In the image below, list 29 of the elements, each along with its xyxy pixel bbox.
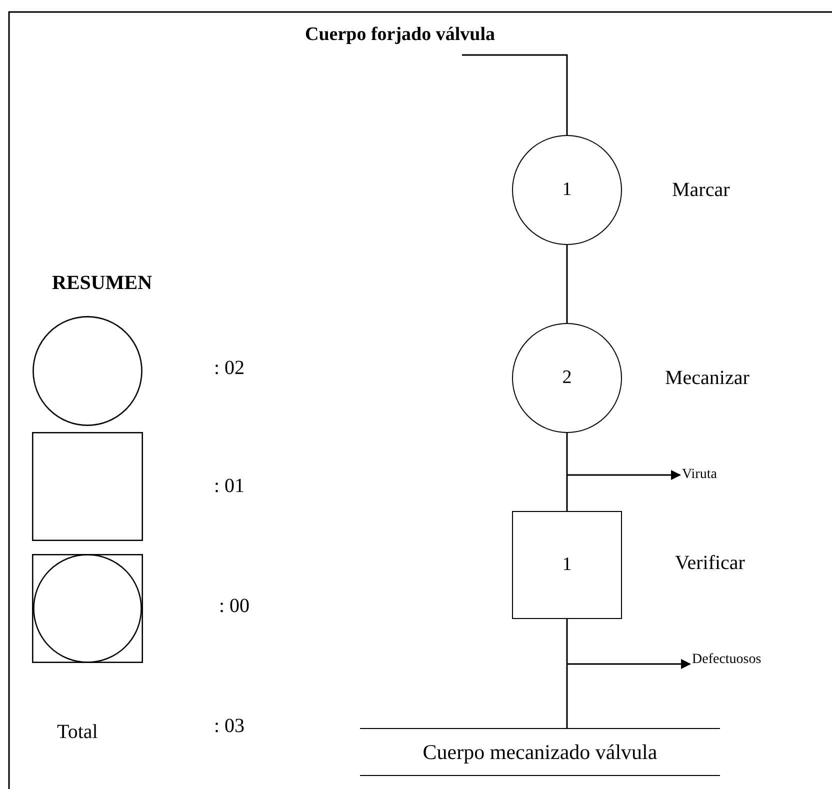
- output-label: Viruta: [682, 467, 717, 483]
- step-label: Verificar: [675, 553, 745, 573]
- output-arrow: [567, 470, 681, 480]
- output-bar: [360, 728, 720, 776]
- flow-line: [566, 433, 568, 511]
- inspection-square: [512, 511, 622, 619]
- operation-circle: [512, 135, 622, 245]
- count-value: : 01: [214, 476, 245, 496]
- operation-circle: [512, 323, 622, 433]
- flow-line: [566, 619, 568, 728]
- combined-activity-symbol: [32, 554, 143, 663]
- inspection-symbol: [32, 432, 143, 541]
- output-label: Defectuosos: [692, 652, 762, 668]
- step-number: 2: [562, 367, 572, 389]
- step-label: Marcar: [672, 180, 730, 200]
- operation-symbol: [32, 316, 143, 426]
- flow-line: [566, 245, 568, 323]
- flow-line: [462, 54, 568, 135]
- count-value: : 00: [219, 596, 250, 616]
- count-value: : 02: [214, 358, 245, 378]
- step-number: 1: [562, 554, 572, 576]
- total-label: Total: [57, 722, 98, 742]
- summary-heading: RESUMEN: [52, 273, 152, 293]
- output-arrow: [567, 659, 691, 669]
- input-label: Cuerpo forjado válvula: [305, 24, 495, 46]
- step-label: Mecanizar: [665, 368, 750, 388]
- count-value: : 03: [214, 716, 245, 736]
- step-number: 1: [562, 179, 572, 201]
- output-label: Cuerpo mecanizado válvula: [422, 740, 658, 764]
